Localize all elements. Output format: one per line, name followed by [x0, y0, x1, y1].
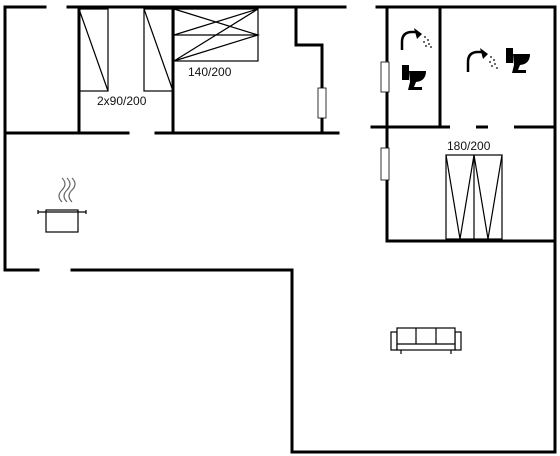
bed-size-label-180: 180/200 [447, 139, 491, 153]
toilet-icon [506, 48, 530, 73]
bed-size-label-twin: 2x90/200 [97, 94, 147, 108]
double-bed-icon [445, 154, 503, 240]
bedroom-double-large: 180/200 [445, 139, 503, 240]
shower-icon [400, 28, 432, 50]
bedroom-twin: 2x90/200 [77, 5, 174, 135]
bathroom-right [466, 48, 530, 73]
bed-size-label-140: 140/200 [188, 65, 232, 79]
double-bed-icon [173, 8, 261, 62]
doors [317, 61, 514, 181]
bathroom-left [400, 28, 432, 90]
single-bed-icon [143, 8, 174, 92]
toilet-icon [402, 65, 426, 90]
shower-icon [466, 48, 498, 72]
sofa-icon [390, 327, 462, 354]
cooking-pot-icon [37, 177, 87, 233]
outer-walls [3, 5, 557, 454]
single-bed-icon [78, 8, 109, 92]
bedroom-double-small: 140/200 [173, 8, 261, 79]
